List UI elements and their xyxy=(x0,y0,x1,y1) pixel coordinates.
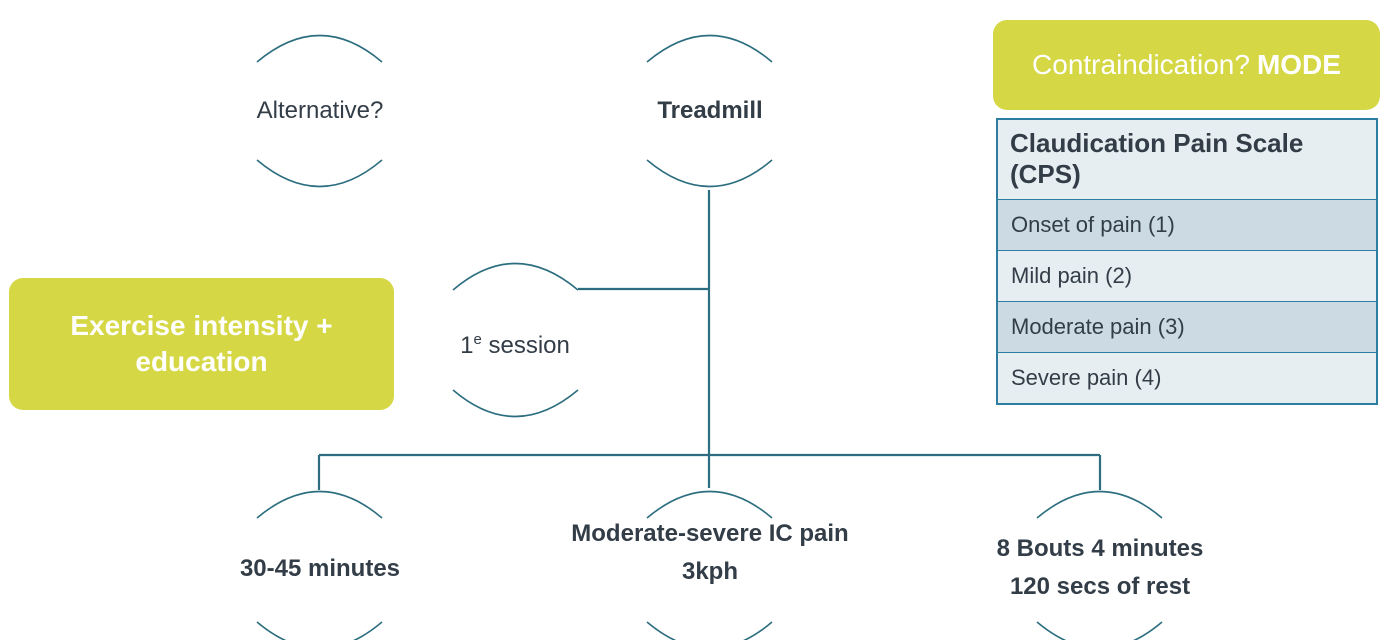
arc-duration-top xyxy=(256,490,383,519)
node-intensity: Moderate-severe IC pain 3kph xyxy=(570,519,850,587)
arc-intensity-bottom xyxy=(646,621,773,640)
arc-alternative-top xyxy=(256,34,383,63)
session-number: 1 xyxy=(460,332,474,359)
cps-row-moderate: Moderate pain (3) xyxy=(998,302,1376,353)
session-text: session xyxy=(481,332,570,359)
mode-prefix: Contraindication? xyxy=(1032,49,1250,80)
intensity-line2: 3kph xyxy=(681,558,738,585)
cps-row-mild: Mild pain (2) xyxy=(998,251,1376,302)
mode-strong: MODE xyxy=(1256,49,1341,80)
session-superscript: e xyxy=(473,331,482,348)
node-first-session: 1e session xyxy=(430,325,600,361)
bouts-line1: 8 Bouts 4 minutes xyxy=(996,535,1204,562)
cps-table: Claudication Pain Scale (CPS) Onset of p… xyxy=(996,118,1378,405)
node-duration: 30-45 minutes xyxy=(239,555,401,582)
arc-session-bottom xyxy=(452,389,579,418)
arc-bouts-bottom xyxy=(1036,621,1163,640)
mode-callout: Contraindication?MODE xyxy=(993,20,1380,110)
exercise-intensity-callout: Exercise intensity + education xyxy=(9,278,394,410)
arc-session-top xyxy=(452,262,579,291)
node-alternative: Alternative? xyxy=(256,97,384,124)
arc-alternative-bottom xyxy=(256,159,383,188)
exercise-intensity-label: Exercise intensity + education xyxy=(70,310,333,377)
arc-treadmill-bottom xyxy=(646,159,773,188)
cps-row-onset: Onset of pain (1) xyxy=(998,200,1376,251)
arc-duration-bottom xyxy=(256,621,383,640)
intensity-line1: Moderate-severe IC pain xyxy=(571,520,849,547)
node-treadmill: Treadmill xyxy=(657,97,763,124)
bouts-line2: 120 secs of rest xyxy=(1009,573,1191,600)
arc-treadmill-top xyxy=(646,34,773,63)
arc-intensity-top xyxy=(646,490,773,519)
node-bouts: 8 Bouts 4 minutes 120 secs of rest xyxy=(960,534,1240,602)
arc-bouts-top xyxy=(1036,490,1163,519)
cps-title: Claudication Pain Scale (CPS) xyxy=(998,120,1376,200)
cps-row-severe: Severe pain (4) xyxy=(998,353,1376,403)
